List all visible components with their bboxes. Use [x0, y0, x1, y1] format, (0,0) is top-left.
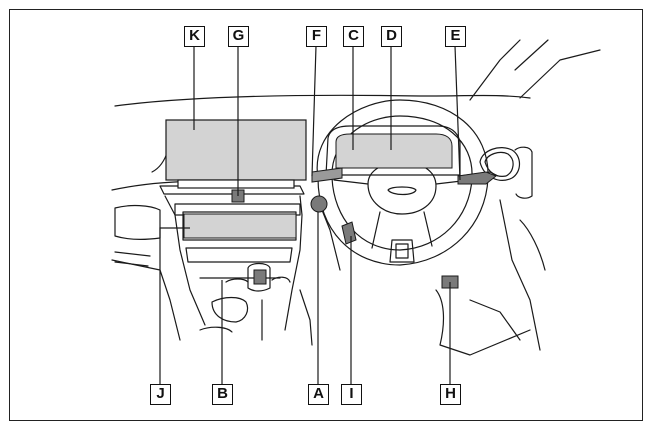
- steering-switches: [341, 221, 357, 245]
- leader-J: [159, 227, 190, 385]
- dashboard-top-outline: [114, 94, 531, 107]
- right-door-panel: [499, 199, 541, 351]
- label-J: J: [150, 384, 171, 405]
- combination-switch-left: [311, 167, 343, 183]
- meter-hood: [325, 125, 461, 176]
- label-C: C: [343, 26, 364, 47]
- meter-display: [335, 133, 453, 169]
- shift-knob: [247, 262, 271, 292]
- center-stack-outline: [164, 195, 206, 326]
- combination-switch-right: [457, 171, 497, 185]
- label-D: D: [381, 26, 402, 47]
- label-I: I: [341, 384, 362, 405]
- shift-lever: [253, 269, 267, 285]
- pedal-area: [435, 289, 531, 356]
- steering-hub: [367, 161, 437, 215]
- label-K: K: [184, 26, 205, 47]
- label-B: B: [212, 384, 233, 405]
- label-E: E: [445, 26, 466, 47]
- label-A: A: [308, 384, 329, 405]
- display-bracket: [177, 179, 295, 189]
- a-pillar-right: [469, 39, 549, 101]
- leader-F: [311, 45, 317, 177]
- label-H: H: [440, 384, 461, 405]
- power-switch: [310, 195, 328, 213]
- leader-E: [454, 45, 461, 181]
- center-display-screen: [165, 119, 307, 181]
- left-door-panel: [111, 259, 181, 341]
- climate-panel: [182, 211, 297, 241]
- climate-control-panel: [183, 213, 297, 239]
- label-F: F: [306, 26, 327, 47]
- label-G: G: [228, 26, 249, 47]
- left-air-vent: [114, 204, 161, 240]
- center-panel: [174, 203, 301, 216]
